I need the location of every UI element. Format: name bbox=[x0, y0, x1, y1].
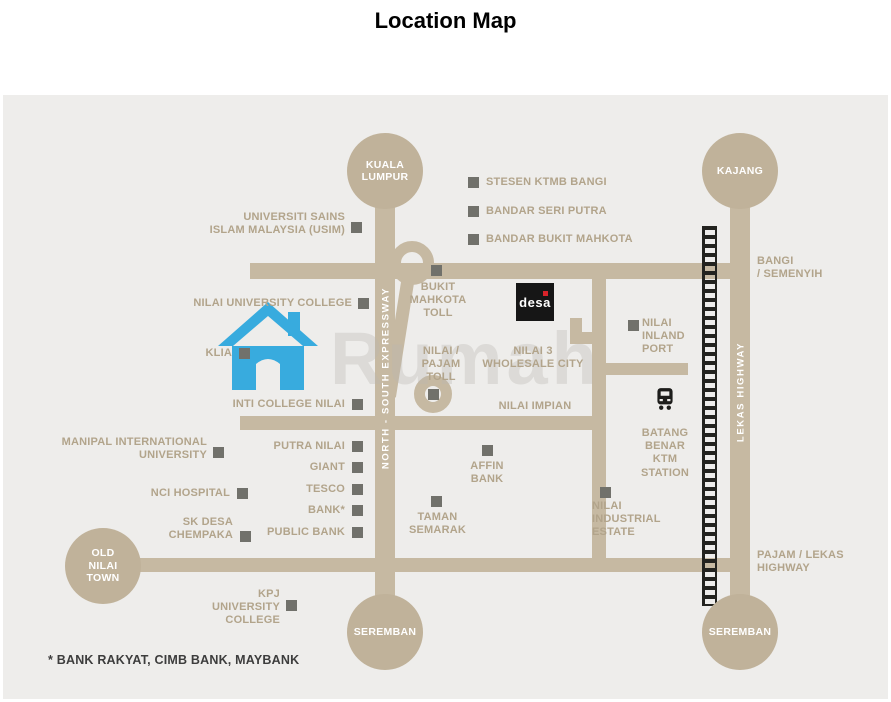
marker-klia bbox=[239, 348, 250, 359]
marker-bandar-bukit-mahkota bbox=[468, 234, 479, 245]
label-putra-nilai: PUTRA NILAI bbox=[273, 440, 345, 452]
marker-stesen-ktmb-bangi bbox=[468, 177, 479, 188]
marker-sk-desa-chempaka bbox=[240, 531, 251, 542]
label-stesen-ktmb-bangi: STESEN KTMB BANGI bbox=[486, 176, 607, 188]
desa-logo-accent bbox=[543, 291, 548, 296]
label-public-bank: PUBLIC BANK bbox=[267, 526, 345, 538]
marker-public-bank bbox=[352, 527, 363, 538]
road-lekas-highway bbox=[730, 171, 750, 632]
label-bandar-seri-putra: BANDAR SERI PUTRA bbox=[486, 205, 607, 217]
marker-nilai-inland-port bbox=[628, 320, 639, 331]
road-railway-track bbox=[702, 226, 717, 606]
house-watermark-icon bbox=[218, 302, 318, 390]
marker-nci-hospital bbox=[237, 488, 248, 499]
marker-nilai-university-college bbox=[358, 298, 369, 309]
road-name-lekas-highway: LEKAS HIGHWAY bbox=[735, 341, 747, 443]
marker-putra-nilai bbox=[352, 441, 363, 452]
label-nci-hospital: NCI HOSPITAL bbox=[150, 487, 230, 499]
node-seremban-south: SEREMBAN bbox=[347, 594, 423, 670]
marker-manipal-international-university bbox=[213, 447, 224, 458]
page-title: Location Map bbox=[374, 8, 517, 33]
label-nilai-university-college: NILAI UNIVERSITY COLLEGE bbox=[193, 297, 352, 309]
node-kajang: KAJANG bbox=[702, 133, 778, 209]
desa-logo: desa bbox=[516, 283, 554, 321]
marker-bank bbox=[352, 505, 363, 516]
watermark-text: Rumah bbox=[330, 317, 601, 400]
marker-taman-semarak bbox=[431, 496, 442, 507]
road-bukit-mahkota-interchange bbox=[390, 241, 434, 285]
road-nilai-road bbox=[240, 416, 605, 430]
marker-kpj-university-college bbox=[286, 600, 297, 611]
road-pajam-toll-interchange bbox=[414, 375, 452, 413]
train-station-icon bbox=[657, 388, 673, 410]
road-wholesale-spur-horizontal bbox=[570, 332, 606, 344]
marker-nilai-pajam-toll bbox=[428, 389, 439, 400]
marker-giant bbox=[352, 462, 363, 473]
label-giant: GIANT bbox=[309, 461, 345, 473]
label-bank: BANK* bbox=[307, 504, 345, 516]
marker-inti-college-nilai bbox=[352, 399, 363, 410]
footnote: * BANK RAKYAT, CIMB BANK, MAYBANK bbox=[48, 653, 300, 667]
road-bangi-road bbox=[250, 263, 740, 279]
road-inland-port-spur bbox=[600, 363, 688, 375]
marker-bukit-mahkota-toll bbox=[431, 265, 442, 276]
label-tesco: TESCO bbox=[306, 483, 345, 495]
marker-tesco bbox=[352, 484, 363, 495]
marker-bandar-seri-putra bbox=[468, 206, 479, 217]
road-pajam-road bbox=[103, 558, 740, 572]
label-bangi-semenyih: BANGI/ SEMENYIH bbox=[757, 255, 823, 281]
marker-affin-bank bbox=[482, 445, 493, 456]
road-name-north-south-expressway: NORTH - SOUTH EXPRESSWAY bbox=[380, 286, 392, 470]
road-north-south-expressway bbox=[375, 171, 395, 632]
desa-logo-text: desa bbox=[519, 294, 551, 310]
label-inti-college-nilai: INTI COLLEGE NILAI bbox=[232, 398, 345, 410]
marker-nilai-industrial-estate bbox=[600, 487, 611, 498]
label-bandar-bukit-mahkota: BANDAR BUKIT MAHKOTA bbox=[486, 233, 633, 245]
node-seremban-east: SEREMBAN bbox=[702, 594, 778, 670]
label-klia: KLIA bbox=[205, 347, 232, 359]
marker-usim bbox=[351, 222, 362, 233]
label-nilai-impian: NILAI IMPIAN bbox=[498, 400, 572, 412]
